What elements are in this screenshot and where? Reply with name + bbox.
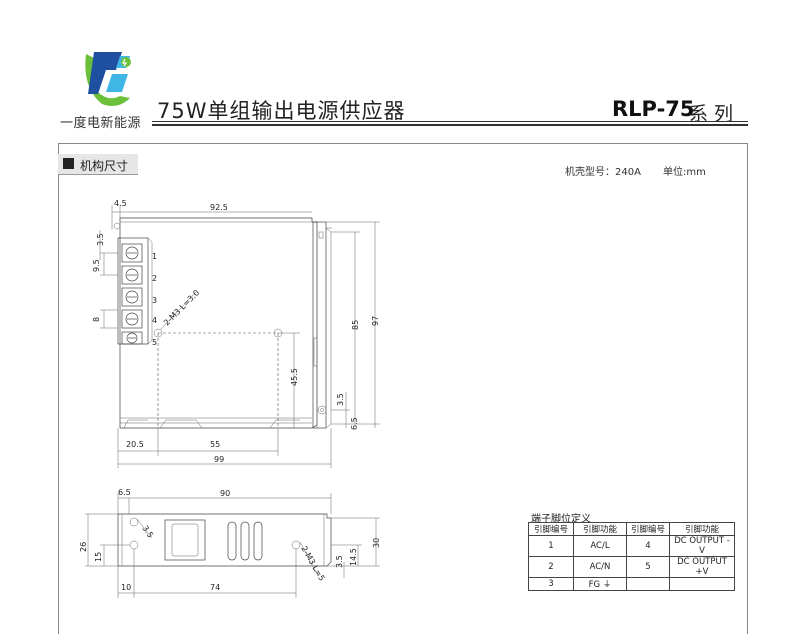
dim-20-5: 20.5 bbox=[126, 440, 144, 449]
pin-cell bbox=[669, 577, 735, 591]
pin-table-caption: 端子脚位定义 bbox=[531, 514, 591, 525]
header-pin-no: 引脚编号 bbox=[528, 522, 574, 536]
product-title: 75W单组输出电源供应器 bbox=[157, 99, 406, 123]
company-logo-icon bbox=[85, 52, 131, 106]
terminal-number: 1 bbox=[152, 252, 157, 261]
dim-8: 8 bbox=[92, 317, 101, 322]
series-model: RLP-75 bbox=[612, 97, 695, 121]
side-view: 6.5 90 3.5 26 15 2-M3 L=5 3.5 14.5 30 10… bbox=[79, 488, 381, 598]
dim-26: 26 bbox=[79, 542, 88, 552]
header-pin-no-2: 引脚编号 bbox=[626, 522, 670, 536]
pin-table-header: 引脚编号 引脚功能 引脚编号 引脚功能 bbox=[528, 522, 735, 536]
unit-label: 单位:mm bbox=[663, 167, 706, 178]
dim-6-5-side: 6.5 bbox=[118, 488, 131, 497]
pin-table: 引脚编号 引脚功能 引脚编号 引脚功能 1 AC/L 4 DC OUTPUT -… bbox=[528, 522, 735, 591]
pin-cell: AC/N bbox=[573, 556, 627, 578]
header-rule-thick bbox=[152, 124, 748, 126]
dim-99: 99 bbox=[214, 455, 224, 464]
pin-cell: DC OUTPUT +V bbox=[669, 556, 735, 578]
dim-4-5: 4.5 bbox=[114, 199, 127, 208]
dim-3-5-side-b: 3.5 bbox=[335, 555, 344, 568]
series-suffix: 系列 bbox=[689, 103, 740, 125]
dim-6-5: 6.5 bbox=[350, 417, 359, 430]
header-pin-func: 引脚功能 bbox=[573, 522, 627, 536]
dim-2-m3: 2-M3 L=3.0 bbox=[162, 288, 201, 327]
table-row: 1 AC/L 4 DC OUTPUT -V bbox=[528, 535, 735, 557]
dim-90: 90 bbox=[220, 489, 230, 498]
terminal-number: 5 bbox=[152, 338, 157, 347]
header-pin-func-2: 引脚功能 bbox=[669, 522, 735, 536]
dim-55: 55 bbox=[210, 440, 220, 449]
dim-14-5: 14.5 bbox=[349, 548, 358, 566]
terminal-screws bbox=[121, 243, 143, 345]
dim-92-5: 92.5 bbox=[210, 203, 228, 212]
table-row: 2 AC/N 5 DC OUTPUT +V bbox=[528, 556, 735, 578]
dim-15: 15 bbox=[94, 552, 103, 562]
pin-cell: AC/L bbox=[573, 535, 627, 557]
terminal-number: 2 bbox=[152, 274, 157, 283]
top-view: 1 2 3 4 5 4.5 92.5 3.5 9.5 8 2-M3 L=3.0 bbox=[92, 199, 380, 468]
dim-74: 74 bbox=[210, 583, 220, 592]
dim-3-5-b: 3.5 bbox=[336, 393, 345, 406]
dim-45-5: 45.5 bbox=[290, 368, 299, 386]
header-rule bbox=[152, 121, 748, 122]
dim-97: 97 bbox=[371, 316, 380, 326]
drawing-panel bbox=[58, 143, 748, 634]
pin-cell: 3 bbox=[528, 577, 574, 591]
pin-cell: DC OUTPUT -V bbox=[669, 535, 735, 557]
dim-phi-3-5: 3.5 bbox=[96, 233, 105, 246]
pin-cell: FG ⏚ bbox=[573, 577, 627, 591]
dim-30: 30 bbox=[372, 538, 381, 548]
section-square-icon bbox=[63, 158, 74, 169]
pin-cell: 1 bbox=[528, 535, 574, 557]
dim-9-5: 9.5 bbox=[92, 259, 101, 272]
table-row: 3 FG ⏚ bbox=[528, 577, 735, 591]
case-model: 机壳型号：240A bbox=[565, 167, 641, 178]
dim-85: 85 bbox=[351, 320, 360, 330]
pin-cell bbox=[626, 577, 670, 591]
pin-cell: 2 bbox=[528, 556, 574, 578]
section-tab bbox=[58, 154, 138, 175]
terminal-number: 3 bbox=[152, 296, 157, 305]
pin-cell: 4 bbox=[626, 535, 670, 557]
terminal-number: 4 bbox=[152, 316, 157, 325]
dim-2-m3-side: 2-M3 L=5 bbox=[299, 545, 326, 583]
company-name: 一度电新能源 bbox=[60, 116, 142, 131]
dim-10: 10 bbox=[121, 583, 131, 592]
pin-cell: 5 bbox=[626, 556, 670, 578]
section-label: 机构尺寸 bbox=[80, 159, 129, 173]
